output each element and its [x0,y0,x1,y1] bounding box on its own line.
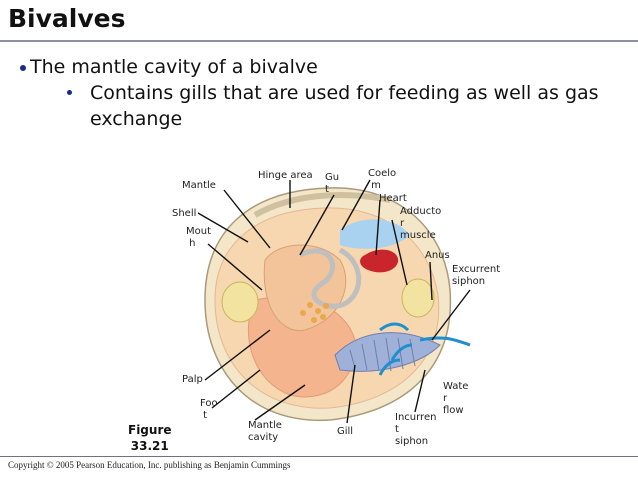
label-palp: Palp [182,374,203,385]
label-heart: Heart [379,193,407,204]
bullet-sub: Contains gills that are used for feeding… [67,80,610,132]
bullet-main-text: The mantle cavity of a bivalve [30,56,318,78]
label-hinge-area: Hinge area [258,170,313,181]
label-gut: Gu t [325,172,340,195]
bullet-dot [20,65,26,71]
copyright-text: Copyright © 2005 Pearson Education, Inc.… [8,460,291,470]
label-incurrent-siphon: Incurren t siphon [395,412,437,447]
label-foot: Foo t [200,398,218,421]
bullet-dot [67,90,72,95]
title-divider [0,40,638,42]
bullet-sub-text: Contains gills that are used for feeding… [90,82,599,130]
figure-caption: Figure 33.21 [128,422,172,454]
anterior-adductor-muscle [221,281,259,323]
leader-lines [197,179,471,424]
label-shell: Shell [172,208,197,219]
coelom-shape [340,219,410,249]
label-excurrent-siphon: Excurrent siphon [452,264,501,287]
label-coelom: Coelo m [368,168,397,191]
water-flow-arrows [378,322,471,376]
shell-hinge [253,192,391,218]
gill-lines [349,337,416,372]
footer-divider [0,456,638,457]
label-gill: Gill [337,426,354,437]
bullet-main: The mantle cavity of a bivalve [20,56,318,78]
label-mouth: Mout h [186,226,212,249]
posterior-adductor-muscle [401,278,435,318]
heart-shape [360,249,399,273]
label-water-flow: Wate r flow [443,381,469,416]
label-anus: Anus [425,250,450,261]
figure-caption-line2: 33.21 [130,439,169,453]
gut-shape [298,247,362,309]
figure-caption-line1: Figure [128,423,172,437]
slide-title: Bivalves [8,4,126,33]
label-adductor-muscle: Adducto r muscle [400,206,442,241]
label-mantle-cavity: Mantle cavity [248,420,282,443]
gonad-dots [300,302,329,323]
gill-shape [334,332,441,372]
label-mantle: Mantle [182,180,216,191]
